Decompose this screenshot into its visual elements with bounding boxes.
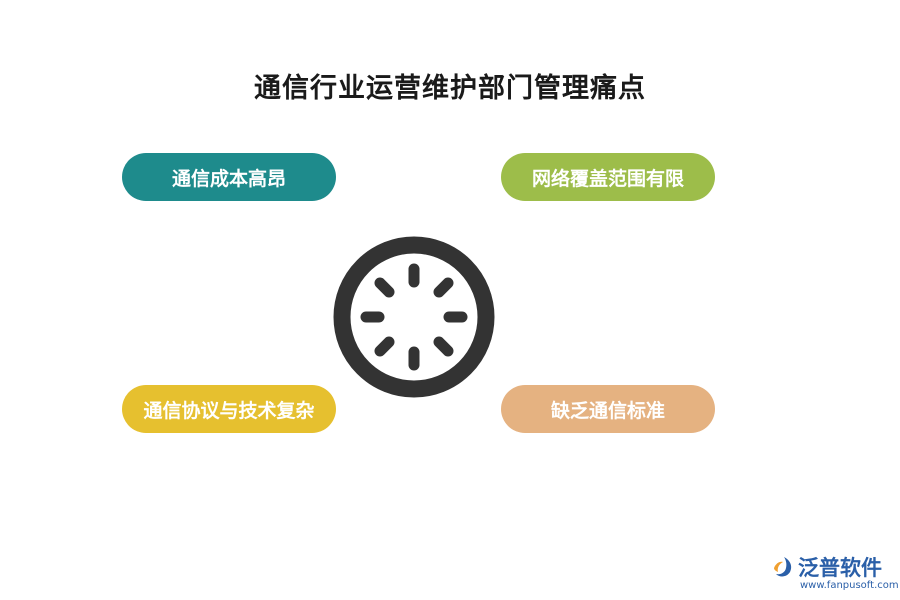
pain-point-label: 通信协议与技术复杂	[143, 399, 315, 422]
loading-spinner-icon	[333, 236, 495, 398]
fanpu-logo-icon	[774, 557, 792, 577]
pain-point-label: 网络覆盖范围有限	[531, 167, 684, 190]
pain-point-label: 缺乏通信标准	[550, 399, 665, 422]
brand-url: www.fanpusoft.com	[800, 580, 899, 591]
pain-point-label: 通信成本高昂	[171, 167, 286, 190]
pain-point-pill: 缺乏通信标准	[501, 385, 715, 433]
brand-watermark: 泛普软件 www.fanpusoft.com	[770, 552, 899, 596]
pain-point-pill: 通信成本高昂	[122, 153, 336, 201]
pain-point-pill: 通信协议与技术复杂	[122, 385, 336, 433]
brand-name: 泛普软件	[798, 556, 882, 580]
pain-point-pill: 网络覆盖范围有限	[501, 153, 715, 201]
diagram-title: 通信行业运营维护部门管理痛点	[254, 73, 646, 104]
